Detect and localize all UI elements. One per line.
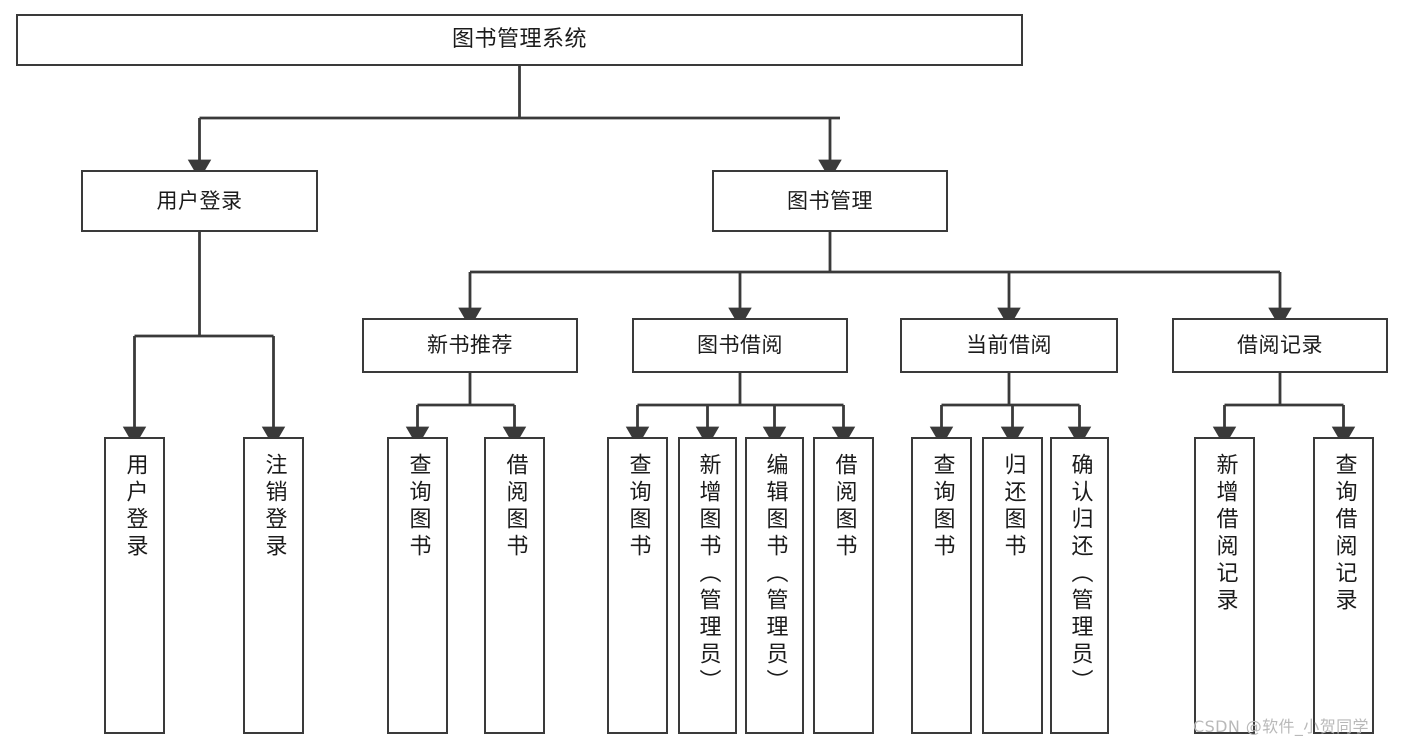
leaf-return-book[interactable]: 归还图书 [982,437,1043,734]
node-current-borrow-label: 当前借阅 [966,333,1052,358]
node-book-borrow-label: 图书借阅 [697,333,783,358]
leaf-user-logout[interactable]: 注销登录 [243,437,304,734]
leaf-borrow-book-1-label: 借阅图书 [502,453,528,561]
leaf-add-record[interactable]: 新增借阅记录 [1194,437,1255,734]
leaf-query-book-1[interactable]: 查询图书 [387,437,448,734]
leaf-borrow-book-1[interactable]: 借阅图书 [484,437,545,734]
leaf-edit-book[interactable]: 编辑图书（管理员） [745,437,804,734]
leaf-confirm-return-label: 确认归还（管理员） [1067,453,1093,696]
node-new-book-recommend[interactable]: 新书推荐 [362,318,578,373]
node-current-borrow[interactable]: 当前借阅 [900,318,1118,373]
leaf-query-book-1-label: 查询图书 [405,453,431,561]
node-borrow-record-label: 借阅记录 [1237,333,1323,358]
leaf-user-login[interactable]: 用户登录 [104,437,165,734]
leaf-borrow-book-2[interactable]: 借阅图书 [813,437,874,734]
node-borrow-record[interactable]: 借阅记录 [1172,318,1388,373]
node-book-manage[interactable]: 图书管理 [712,170,948,232]
node-root[interactable]: 图书管理系统 [16,14,1023,66]
leaf-query-book-2-label: 查询图书 [625,453,651,561]
csdn-watermark: CSDN @软件_小贺同学 [1193,717,1369,736]
leaf-add-record-label: 新增借阅记录 [1212,453,1238,615]
node-book-manage-label: 图书管理 [787,188,873,213]
node-new-book-recommend-label: 新书推荐 [427,333,513,358]
leaf-query-book-3[interactable]: 查询图书 [911,437,972,734]
leaf-query-book-3-label: 查询图书 [929,453,955,561]
leaf-query-record[interactable]: 查询借阅记录 [1313,437,1374,734]
node-book-borrow[interactable]: 图书借阅 [632,318,848,373]
leaf-return-book-label: 归还图书 [1000,453,1026,561]
leaf-borrow-book-2-label: 借阅图书 [831,453,857,561]
node-user-login[interactable]: 用户登录 [81,170,318,232]
leaf-query-record-label: 查询借阅记录 [1331,453,1357,615]
leaf-query-book-2[interactable]: 查询图书 [607,437,668,734]
leaf-add-book-label: 新增图书（管理员） [695,453,721,696]
leaf-confirm-return[interactable]: 确认归还（管理员） [1050,437,1109,734]
leaf-edit-book-label: 编辑图书（管理员） [762,453,788,696]
leaf-user-login-label: 用户登录 [122,453,148,561]
leaf-add-book[interactable]: 新增图书（管理员） [678,437,737,734]
leaf-user-logout-label: 注销登录 [261,453,287,561]
node-user-login-label: 用户登录 [156,188,243,213]
node-root-label: 图书管理系统 [451,27,587,53]
